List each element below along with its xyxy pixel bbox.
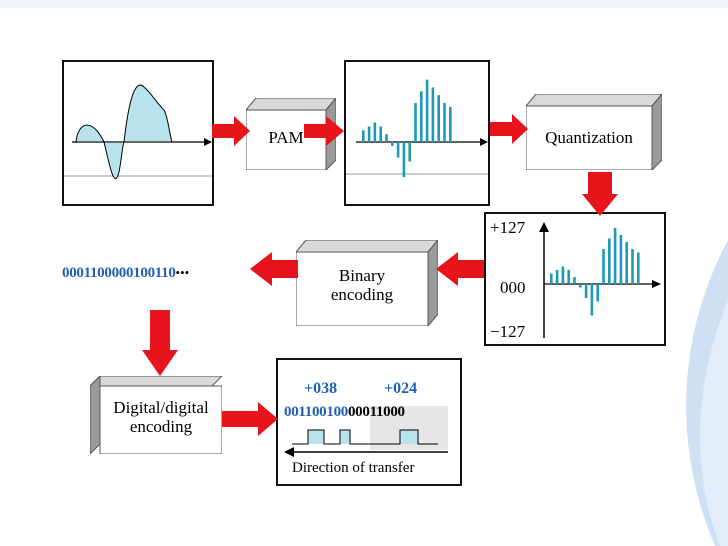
- pam-sample-bar: [379, 126, 382, 142]
- pam-sample-bar: [443, 103, 446, 142]
- pam-samples-chart: [346, 79, 488, 178]
- arrow-signal-to-pam: [212, 116, 250, 146]
- binary-label-line1: Binary: [338, 266, 386, 285]
- sample-a-value: +038: [304, 380, 338, 397]
- quantized-sample-bar: [561, 266, 565, 284]
- quantized-sample-bar: [602, 249, 605, 284]
- quantized-sample-bar: [596, 284, 599, 302]
- quantized-sample-bar: [573, 277, 576, 284]
- binary-label-line2: encoding: [330, 285, 394, 304]
- binary-encoding-box: Binary encoding: [296, 240, 438, 326]
- pam-sample-bar: [420, 91, 423, 142]
- quantization-box: Quantization: [526, 94, 662, 170]
- slide-corner-decoration: [686, 240, 728, 546]
- bitstream-bits: 0001100000100110: [62, 265, 176, 281]
- quantized-sample-bar: [613, 228, 617, 284]
- arrow-bitstream-down: [142, 310, 178, 376]
- digital-signal-panel: +038 +024 00110010000011000 Direction of…: [276, 358, 462, 486]
- quantized-sample-bar: [608, 238, 611, 284]
- axis-bottom-label: −127: [490, 322, 526, 341]
- pam-sample-bar: [449, 106, 452, 142]
- quantized-samples-chart: [539, 222, 661, 338]
- pam-label: PAM: [268, 128, 304, 147]
- direction-label: Direction of transfer: [292, 460, 415, 476]
- arrow-samples-to-quantization: [490, 114, 528, 144]
- quantization-label: Quantization: [545, 128, 633, 147]
- quantized-sample-bar: [567, 270, 570, 284]
- pam-sample-bar: [373, 122, 377, 142]
- digital-label-line1: Digital/digital: [113, 398, 209, 417]
- pam-sample-bar: [437, 95, 440, 142]
- arrow-binary-to-bitstream: [250, 252, 298, 286]
- pam-sample-bar: [396, 142, 400, 158]
- bitstream-ellipsis: •••: [175, 265, 190, 280]
- quantized-sample-bar: [550, 273, 553, 284]
- pam-sample-bar: [385, 134, 388, 142]
- bitstream-row: 0001100000100110•••: [62, 264, 252, 294]
- pam-sample-bar: [391, 142, 394, 146]
- sample-a-bits: 00110010: [284, 404, 341, 420]
- arrow-encoding-to-digital: [222, 402, 278, 436]
- axis-mid-label: 000: [500, 278, 526, 297]
- digital-label-line2: encoding: [129, 417, 193, 436]
- pam-sample-bar: [362, 130, 365, 142]
- quantized-sample-bar: [637, 252, 640, 284]
- pam-samples-panel: [344, 60, 490, 206]
- quantized-sample-bar: [584, 284, 588, 298]
- pam-sample-bar: [408, 142, 411, 162]
- arrow-pam-to-samples: [304, 116, 344, 146]
- arrow-quantization-down: [582, 172, 618, 216]
- sample-b-bits: 0: [340, 404, 349, 420]
- arrow-quantized-to-binary: [436, 252, 484, 286]
- analog-waveform: [64, 84, 212, 180]
- sample-b-value: +024: [384, 380, 418, 397]
- pam-sample-bar: [367, 126, 371, 142]
- quantized-sample-bar: [579, 284, 582, 288]
- digital-bits-row: 00110010000011000: [284, 404, 405, 421]
- quantized-samples-panel: +127 000 −127: [484, 212, 666, 346]
- digital-encoding-box: Digital/digital encoding: [90, 376, 222, 454]
- quantized-sample-bar: [625, 242, 628, 284]
- axis-top-label: +127: [490, 218, 526, 237]
- sample-b-bits-dark: 00011000: [347, 404, 405, 420]
- quantized-sample-bar: [555, 270, 559, 284]
- pam-sample-bar: [431, 87, 435, 142]
- pam-sample-bar: [425, 79, 429, 142]
- analog-signal-panel: [62, 60, 214, 206]
- quantized-sample-bar: [619, 235, 623, 284]
- quantized-sample-bar: [590, 284, 594, 316]
- pam-sample-bar: [414, 103, 417, 142]
- quantized-sample-bar: [631, 249, 634, 284]
- digital-pulse-signal: [284, 429, 448, 457]
- pam-sample-bar: [402, 142, 406, 178]
- slide-top-decoration: [0, 0, 728, 8]
